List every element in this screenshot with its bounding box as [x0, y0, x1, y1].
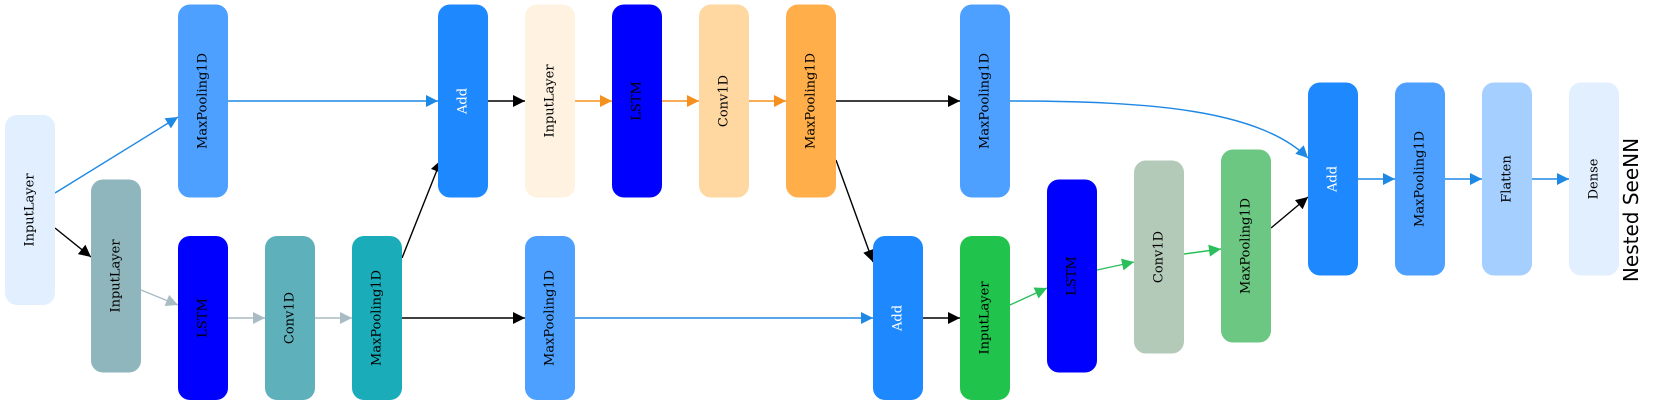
- node-label: InputLayer: [109, 239, 124, 313]
- node-add-n19: Add: [1308, 82, 1358, 276]
- node-label: Conv1D: [1152, 231, 1167, 283]
- node-conv1d-n5: Conv1D: [265, 236, 315, 400]
- node-box: [786, 4, 836, 198]
- edge-n1-to-n2: [54, 116, 179, 194]
- node-inputlayer-n1: InputLayer: [5, 115, 55, 305]
- node-maxpooling1d-n18: MaxPooling1D: [1221, 149, 1271, 343]
- node-conv1d-n17: Conv1D: [1134, 160, 1184, 354]
- node-box: [1569, 82, 1619, 276]
- node-lstm-n10: LSTM: [612, 4, 662, 198]
- node-label: InputLayer: [543, 64, 558, 138]
- node-conv1d-n11: Conv1D: [699, 4, 749, 198]
- node-dense-n22: Dense: [1569, 82, 1619, 276]
- node-box: [1134, 160, 1184, 354]
- diagram-title: Nested SeeNN: [1619, 138, 1643, 282]
- node-box: [1482, 82, 1532, 276]
- node-box: [352, 236, 402, 400]
- node-maxpooling1d-n6: MaxPooling1D: [352, 236, 402, 400]
- node-box: [525, 4, 575, 198]
- edge-n18-to-n19: [1270, 196, 1309, 229]
- node-box: [1395, 82, 1445, 276]
- node-add-n14: Add: [873, 236, 923, 400]
- node-box: [699, 4, 749, 198]
- edge-n15-to-n16: [1009, 287, 1048, 306]
- node-box: [960, 236, 1010, 400]
- node-box: [91, 179, 141, 373]
- edge-n12-to-n14: [835, 159, 875, 263]
- edge-n1-to-n3: [54, 227, 92, 258]
- node-label: Add: [1326, 166, 1341, 193]
- node-lstm-n16: LSTM: [1047, 179, 1097, 373]
- edge-n3-to-n4: [140, 289, 179, 307]
- node-maxpooling1d-n8: MaxPooling1D: [525, 236, 575, 400]
- node-label: Conv1D: [717, 75, 732, 127]
- node-label: LSTM: [196, 298, 211, 338]
- node-flatten-n21: Flatten: [1482, 82, 1532, 276]
- node-add-n7: Add: [438, 4, 488, 198]
- node-label: Dense: [1587, 158, 1602, 199]
- node-lstm-n4: LSTM: [178, 236, 228, 400]
- edges-layer: [54, 95, 1569, 324]
- node-box: [5, 115, 55, 305]
- node-maxpooling1d-n13: MaxPooling1D: [960, 4, 1010, 198]
- node-label: MaxPooling1D: [370, 270, 385, 366]
- node-box: [1308, 82, 1358, 276]
- node-label: MaxPooling1D: [978, 53, 993, 149]
- edge-n17-to-n18: [1183, 244, 1222, 257]
- node-label: Add: [891, 305, 906, 332]
- node-box: [612, 4, 662, 198]
- node-label: Flatten: [1500, 155, 1515, 203]
- node-inputlayer-n3: InputLayer: [91, 179, 141, 373]
- node-box: [1221, 149, 1271, 343]
- node-inputlayer-n15: InputLayer: [960, 236, 1010, 400]
- node-maxpooling1d-n12: MaxPooling1D: [786, 4, 836, 198]
- node-label: MaxPooling1D: [196, 53, 211, 149]
- node-label: MaxPooling1D: [804, 53, 819, 149]
- edge-n16-to-n17: [1096, 258, 1135, 271]
- node-box: [873, 236, 923, 400]
- edge-n6-to-n7: [401, 159, 443, 259]
- node-box: [178, 236, 228, 400]
- node-box: [525, 236, 575, 400]
- node-box: [265, 236, 315, 400]
- node-label: Conv1D: [283, 292, 298, 344]
- node-label: LSTM: [1065, 256, 1080, 296]
- node-box: [960, 4, 1010, 198]
- node-label: MaxPooling1D: [1239, 198, 1254, 294]
- node-maxpooling1d-n2: MaxPooling1D: [178, 4, 228, 198]
- node-box: [1047, 179, 1097, 373]
- node-label: InputLayer: [23, 173, 38, 247]
- node-label: MaxPooling1D: [543, 270, 558, 366]
- node-maxpooling1d-n20: MaxPooling1D: [1395, 82, 1445, 276]
- node-label: InputLayer: [978, 281, 993, 355]
- node-label: Add: [456, 88, 471, 115]
- node-inputlayer-n9: InputLayer: [525, 4, 575, 198]
- node-box: [438, 4, 488, 198]
- node-box: [178, 4, 228, 198]
- edge-n13-to-n19: [1009, 100, 1309, 159]
- node-label: MaxPooling1D: [1413, 131, 1428, 227]
- node-label: LSTM: [630, 81, 645, 121]
